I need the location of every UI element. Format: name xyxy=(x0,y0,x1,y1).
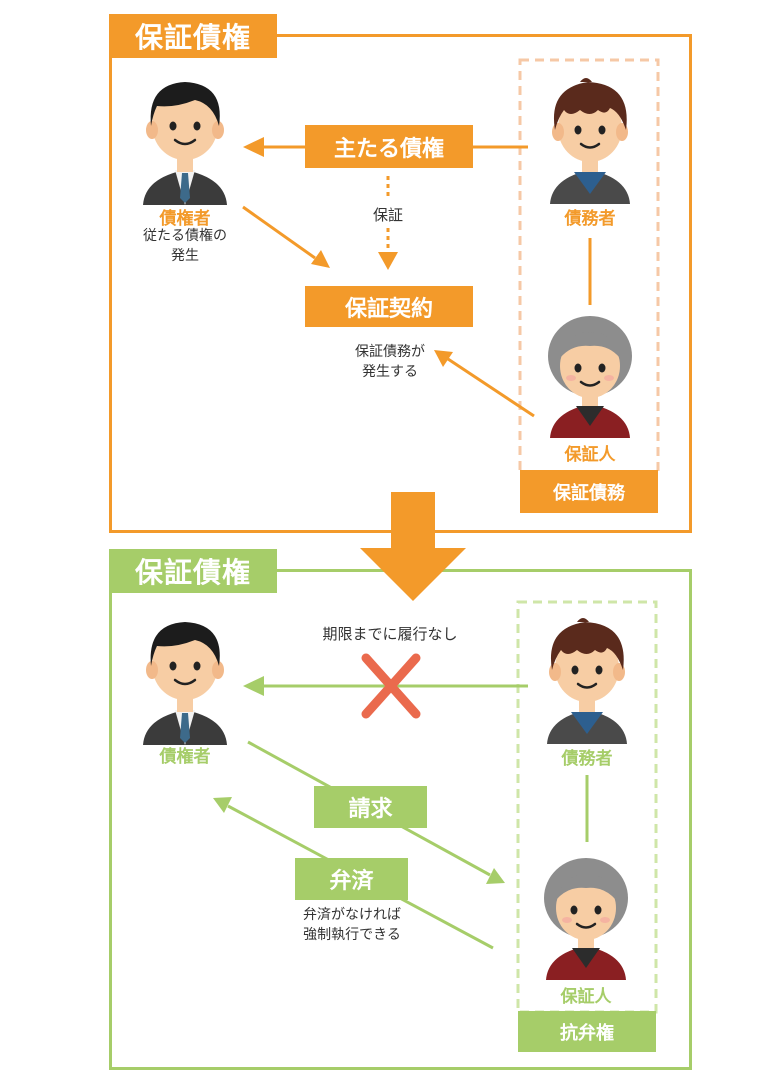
top-debtor-young-man-icon xyxy=(550,78,630,204)
payment-arrowhead xyxy=(213,797,232,813)
bottom-guarantor-elderly-woman-icon xyxy=(544,858,628,980)
creditor-to-contract-arrowhead xyxy=(311,250,330,268)
guarantor-to-contract-arrowhead xyxy=(434,350,453,367)
main-claim-box: 主たる債権 xyxy=(305,125,473,168)
creditor-to-contract-line xyxy=(242,205,316,260)
top-creditor-businessman-icon xyxy=(143,82,227,205)
top-title: 保証債権 xyxy=(109,14,277,58)
main-claim-arrowhead xyxy=(243,137,264,157)
payment-note-line2: 強制執行できる xyxy=(303,927,401,943)
guarantee-label: 保証 xyxy=(372,206,403,224)
top-creditor-note-line2: 発生 xyxy=(171,248,199,264)
failed-claim-arrowhead xyxy=(243,676,264,696)
contract-note-line1: 保証債務が xyxy=(355,344,425,360)
top-debtor-label: 債務者 xyxy=(564,209,616,229)
top-guarantor-label: 保証人 xyxy=(564,445,616,465)
transition-arrow xyxy=(360,492,466,601)
bottom-debtor-young-man-icon xyxy=(547,618,627,744)
bottom-creditor-label: 債権者 xyxy=(159,747,211,767)
guarantor-to-contract-line xyxy=(447,357,535,418)
bottom-title: 保証債権 xyxy=(109,549,277,593)
payment-box: 弁済 xyxy=(295,858,408,900)
bottom-guarantor-label: 保証人 xyxy=(560,987,612,1007)
cross-mark xyxy=(361,653,421,719)
top-creditor-note-line1: 従たる債権の xyxy=(143,228,227,244)
contract-note-line2: 発生する xyxy=(362,364,418,380)
defense-right-box: 抗弁権 xyxy=(518,1011,656,1052)
bottom-debtor-label: 債務者 xyxy=(561,749,613,769)
payment-note-line1: 弁済がなければ xyxy=(303,907,401,923)
guarantee-arrowhead xyxy=(378,252,398,270)
request-box: 請求 xyxy=(314,786,427,828)
guarantee-obligation-box: 保証債務 xyxy=(520,470,658,513)
top-creditor-label: 債権者 xyxy=(159,209,211,229)
bottom-creditor-businessman-icon xyxy=(143,622,227,745)
guarantee-contract-box: 保証契約 xyxy=(305,286,473,327)
request-arrowhead xyxy=(486,868,505,884)
top-guarantor-elderly-woman-icon xyxy=(548,316,632,438)
default-note: 期限までに履行なし xyxy=(322,625,458,643)
